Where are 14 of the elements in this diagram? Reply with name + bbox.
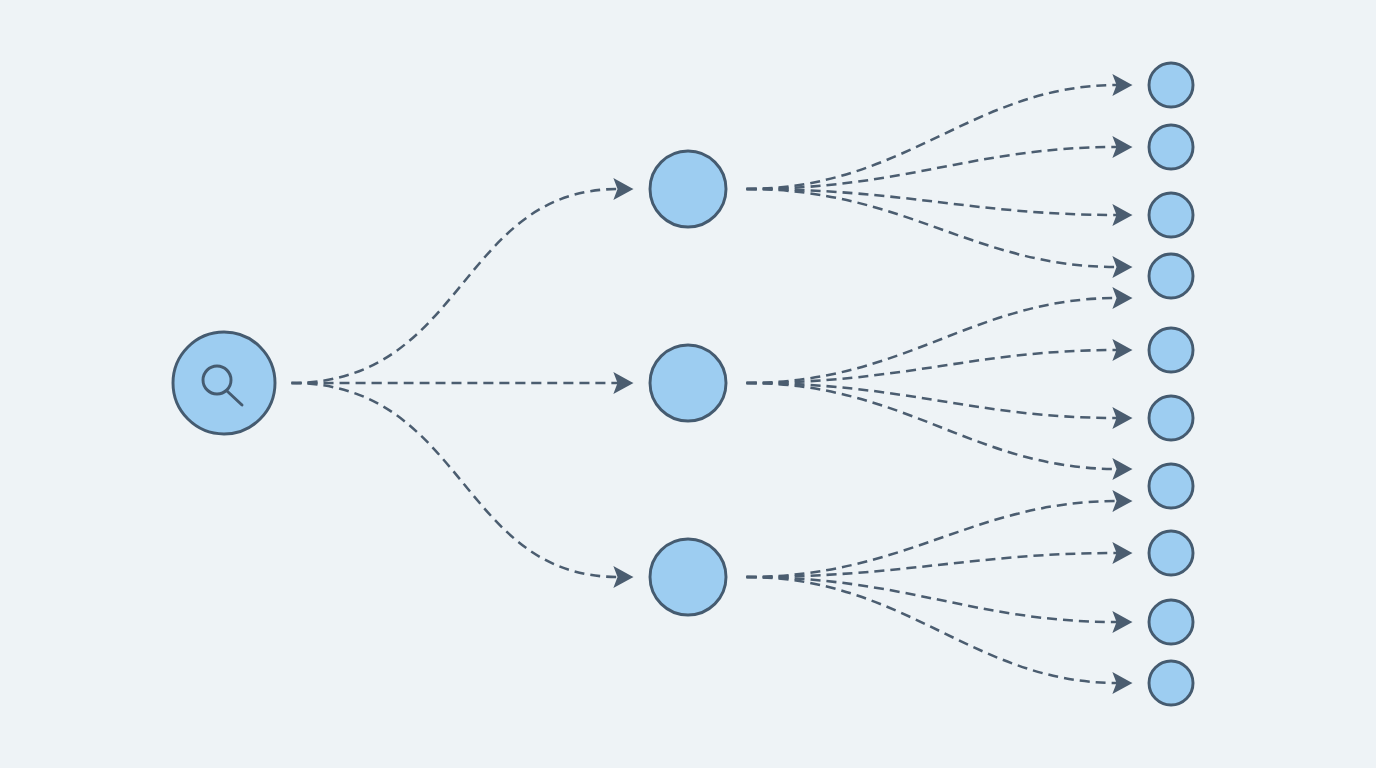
circle-node [1147, 659, 1195, 707]
circle-node [1147, 252, 1195, 300]
circle-node [171, 330, 277, 436]
circle-node [1147, 598, 1195, 646]
circle-node [648, 149, 728, 229]
circle-node [1147, 326, 1195, 374]
circle-node [1147, 462, 1195, 510]
circle-node [1147, 123, 1195, 171]
circle-node [648, 537, 728, 617]
circle-node [1147, 394, 1195, 442]
circle-node [648, 343, 728, 423]
circle-node [1147, 61, 1195, 109]
circle-node [1147, 191, 1195, 239]
circle-node [1147, 529, 1195, 577]
